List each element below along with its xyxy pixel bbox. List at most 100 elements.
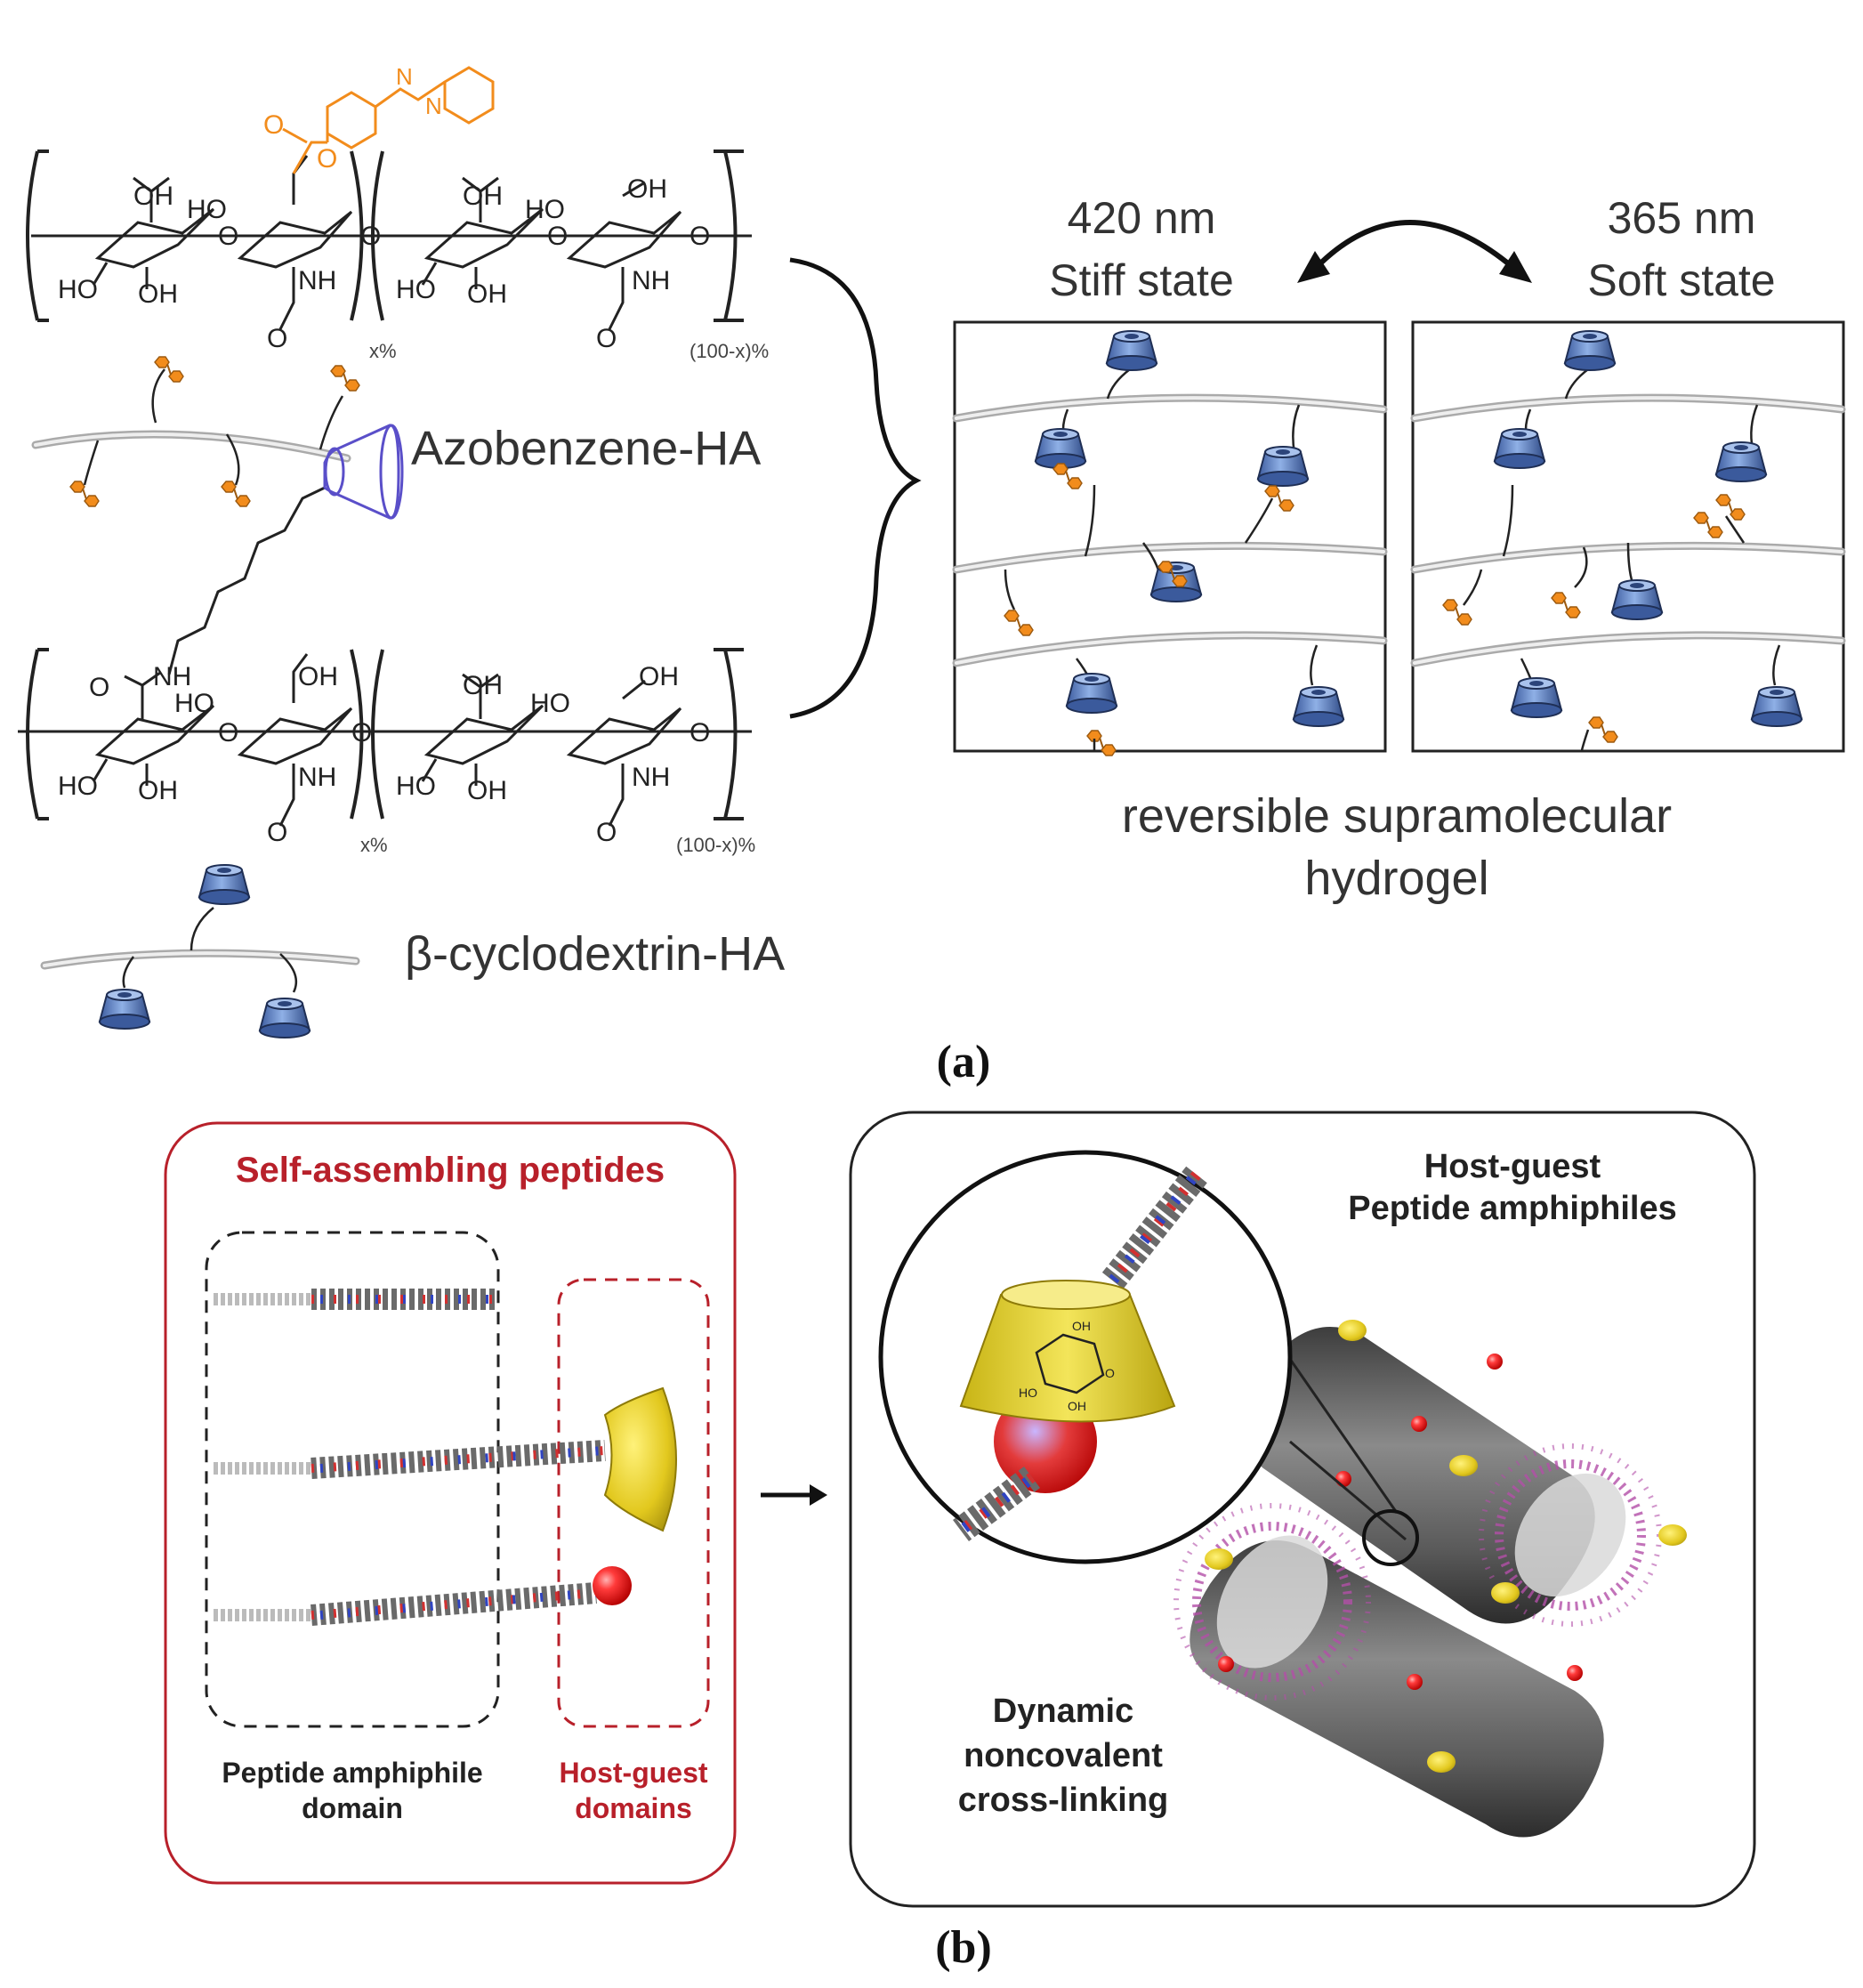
atom-label: O [263,110,284,140]
guest-icon [1567,1665,1583,1681]
atom-label: HO [58,275,98,304]
atom-label: O [547,222,568,251]
cyclodextrin-ha-schematic [40,864,360,1038]
hydrogel-label-line1: reversible supramolecular [1122,789,1672,843]
guest-icon [1407,1674,1423,1690]
host-icon [1427,1751,1456,1773]
host-icon [1658,1524,1687,1546]
atom-label: HO [396,772,436,801]
rest-percent-label: (100-x)% [676,834,755,856]
atom-label: OH [138,776,178,805]
atom-label: OH [467,776,507,805]
atom-label: OH [298,662,338,691]
azobenzene-ha-schematic [31,356,360,507]
atom-label: O [89,673,109,702]
atom-label: O [317,144,337,174]
right-arrow-icon [761,1484,827,1506]
atom-label: N [396,63,413,90]
dynamic-label-line2: noncovalent [964,1737,1163,1774]
x-percent-label: x% [360,834,388,856]
dynamic-label-line1: Dynamic [993,1693,1133,1730]
atom-label: NH [298,266,336,295]
azobenzene-moiety: O O N N [263,63,495,174]
hg-domain-label-line2: domains [575,1792,692,1824]
atom-label: OH [463,182,503,211]
host-guest-domain-box [557,1278,710,1728]
hgpa-label-line2: Peptide amphiphiles [1348,1190,1677,1227]
x-percent-label: x% [369,340,397,362]
atom-label: NH [298,763,336,792]
zoom-atom-label: O [1105,1366,1115,1380]
zoom-atom-label: OH [1072,1319,1091,1333]
zoom-inset: OH HO OH O [878,1150,1293,1564]
host-icon [1449,1455,1478,1476]
atom-label: HO [525,195,565,224]
atom-label: N [425,93,442,119]
host-guest-fibers-panel: OH HO OH O Host-guest Peptide amphiphile… [849,1111,1756,1908]
guest-icon [1487,1354,1503,1370]
guest-icon [1335,1471,1351,1487]
pa-domain-label-line1: Peptide amphiphile [222,1757,482,1789]
atom-label: O [690,718,710,748]
rest-percent-label: (100-x)% [690,340,769,362]
atom-label: HO [396,275,436,304]
atom-label: O [690,222,710,251]
atom-label: OH [138,279,178,309]
zoom-atom-label: HO [1019,1386,1037,1400]
atom-label: O [218,718,238,748]
host-icon [1205,1548,1233,1570]
hydrogel-label-line2: hydrogel [1304,852,1488,905]
atom-label: NH [153,662,191,691]
guest-icon [1411,1416,1427,1432]
atom-label: NH [632,266,670,295]
atom-label: O [267,818,287,847]
cyclodextrin-host-icon [603,1386,678,1532]
atom-label: NH [632,763,670,792]
panel-a-caption: (a) [937,1037,991,1087]
atom-label: OH [463,671,503,700]
stiff-state-box [952,320,1388,756]
dynamic-label-line3: cross-linking [958,1782,1169,1819]
atom-label: OH [467,279,507,309]
guest-icon [1218,1656,1234,1672]
atom-label: O [596,324,617,353]
zoom-cyclodextrin-icon [959,1294,1176,1423]
atom-label: O [218,222,238,251]
self-assembling-peptides-panel: Self-assembling peptides Peptide amphiph… [164,1121,737,1885]
peptides-title: Self-assembling peptides [236,1151,665,1190]
cyclodextrin-outline-icon [323,424,404,520]
soft-state-label: Soft state [1587,255,1775,305]
pa-domain-label-line2: domain [302,1792,403,1824]
atom-label: OH [627,174,667,204]
zoom-atom-label: OH [1068,1399,1086,1413]
stiff-state-label: Stiff state [1049,255,1234,305]
pa-domain-box [205,1231,500,1728]
azobenzene-ha-structure: OH OH OH HO HO HO HO OH OH NH NH O O O O… [26,63,769,362]
peptide-guest-molecule [214,1566,632,1626]
atom-label: O [360,222,381,251]
atom-label: O [351,718,372,748]
hg-domain-label-line1: Host-guest [559,1757,707,1789]
hgpa-label-line1: Host-guest [1424,1148,1601,1185]
atom-label: HO [58,772,98,801]
cyclodextrin-ha-label: β-cyclodextrin-HA [405,927,785,981]
atom-label: HO [174,689,214,718]
left-bracket [26,150,39,321]
nanofiber-bottom [1173,1503,1604,1838]
atom-label: OH [639,662,679,691]
peptide-host-molecule [214,1386,678,1532]
guest-ball-icon [593,1566,632,1605]
combine-brace [789,257,922,719]
reversible-arrow-icon [1297,220,1532,283]
panel-b-caption: (b) [935,1922,992,1973]
stiff-wavelength-label: 420 nm [1068,193,1216,243]
atom-label: O [267,324,287,353]
soft-state-box [1410,320,1846,753]
atom-label: OH [133,182,173,211]
host-icon [1491,1582,1520,1604]
cyclodextrin-ha-structure: O NH HO OH OH HO OH HO HO OH OH NH NH O … [18,424,755,856]
zoom-target-ring [1362,1509,1419,1566]
soft-wavelength-label: 365 nm [1608,193,1756,243]
atom-label: O [596,818,617,847]
